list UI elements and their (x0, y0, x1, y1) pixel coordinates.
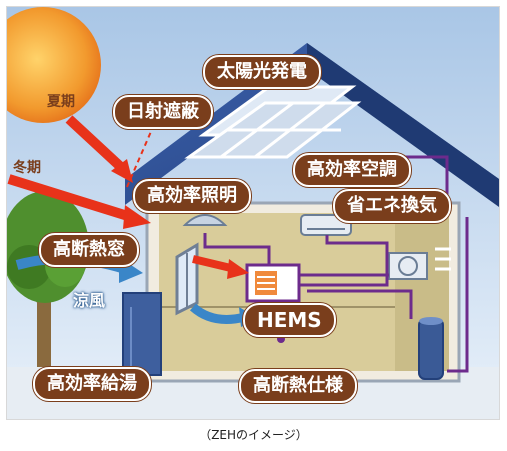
label-efficient-lighting: 高効率照明 (133, 179, 251, 213)
solar-panel-icon (184, 85, 362, 159)
label-efficient-water-heater: 高効率給湯 (33, 367, 151, 401)
hems-monitor-icon (245, 263, 301, 303)
label-high-insulation-spec: 高断熱仕様 (239, 369, 357, 403)
label-solar-shading: 日射遮蔽 (113, 95, 213, 129)
water-heater-icon (122, 292, 162, 376)
label-winter: 冬期 (13, 160, 41, 176)
label-cool-breeze: 涼風 (73, 291, 106, 310)
label-energy-saving-ventilation: 省エネ換気 (333, 189, 451, 223)
label-solar-power: 太陽光発電 (203, 55, 321, 89)
breeze-arrow-inside (189, 303, 247, 324)
sun-icon (7, 7, 101, 123)
figure-caption: （ZEHのイメージ） (199, 428, 308, 442)
heat-arrow (192, 255, 236, 273)
battery-icon (418, 317, 444, 380)
label-summer: 夏期 (47, 94, 75, 110)
window-icon (175, 242, 199, 316)
label-efficient-aircon: 高効率空調 (293, 153, 411, 187)
ventilation-fan-icon (388, 247, 451, 280)
zeh-illustration: 太陽光発電 日射遮蔽 夏期 冬期 高効率照明 高効率空調 省エネ換気 高断熱窓 … (6, 6, 500, 420)
summer-sun-arrow (65, 115, 127, 173)
label-insulated-window: 高断熱窓 (39, 233, 139, 267)
ceiling-light-icon (182, 214, 228, 226)
label-hems: HEMS (243, 303, 336, 337)
winter-sun-arrow (7, 174, 133, 222)
